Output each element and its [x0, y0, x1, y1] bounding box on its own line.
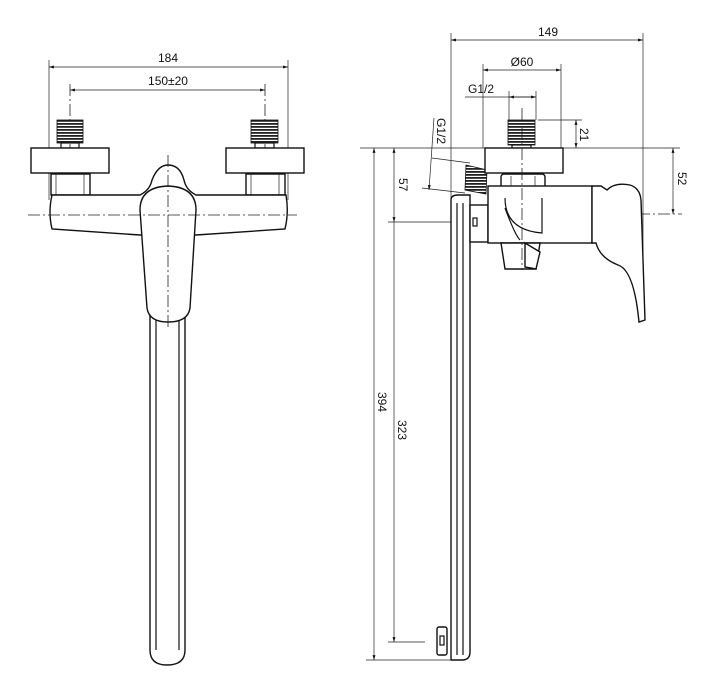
mixer-body-side: [487, 185, 593, 244]
dim-label-149: 149: [538, 25, 558, 39]
dim-label-52: 52: [675, 172, 689, 186]
dimension-thread-length: 21: [538, 119, 591, 148]
dimension-inlet-thread: G1/2: [465, 82, 537, 120]
spout-side: [450, 194, 471, 661]
front-view: 184 150±20: [28, 51, 305, 666]
dimension-spout-offset: 57: [392, 148, 410, 222]
dimension-axis-height: 52: [671, 148, 689, 214]
dim-label-21: 21: [577, 128, 591, 142]
dim-label-150: 150±20: [148, 74, 188, 88]
dim-label-inlet-thread: G1/2: [468, 82, 494, 96]
dimension-spout-length: 323: [392, 222, 409, 642]
lever-handle: [139, 185, 197, 323]
side-view: 149 Ø60 G1/2 21 52: [360, 25, 689, 661]
dim-label-outlet-thread: G1/2: [434, 118, 448, 144]
dimension-outlet-thread: G1/2: [421, 117, 471, 194]
dim-label-57: 57: [396, 178, 410, 192]
spout: [149, 314, 186, 666]
dim-label-diameter: Ø60: [511, 55, 534, 69]
dim-label-184: 184: [158, 51, 178, 65]
dimension-overall-width: 184: [48, 51, 289, 200]
dim-label-323: 323: [395, 420, 409, 440]
left-inlet: [30, 119, 110, 196]
dimension-flange-diameter: Ø60: [482, 55, 562, 148]
dimension-total-height: 394: [372, 148, 389, 660]
lever-handle-side: [591, 183, 646, 323]
right-inlet: [225, 119, 305, 196]
dim-label-394: 394: [375, 392, 389, 412]
